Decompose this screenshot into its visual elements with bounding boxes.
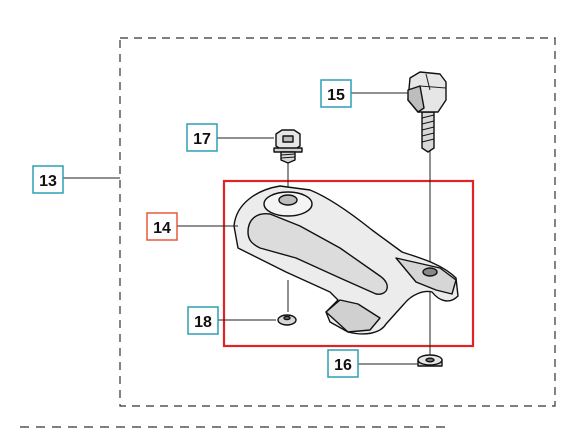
part-16-nut[interactable] xyxy=(417,354,443,367)
callout-18[interactable]: 18 xyxy=(187,306,219,335)
svg-text:13: 13 xyxy=(39,173,57,190)
highlight-box xyxy=(222,179,475,348)
part-18-washer[interactable] xyxy=(277,314,297,326)
svg-text:17: 17 xyxy=(193,131,211,148)
part-17-bolt[interactable] xyxy=(273,129,303,198)
svg-text:15: 15 xyxy=(327,87,345,104)
svg-text:14: 14 xyxy=(153,220,171,237)
callout-16[interactable]: 16 xyxy=(327,349,359,378)
callout-13[interactable]: 13 xyxy=(32,165,64,194)
svg-text:16: 16 xyxy=(334,357,352,374)
part-14-guard[interactable] xyxy=(233,185,459,335)
callout-17[interactable]: 17 xyxy=(186,123,218,152)
assembly-boundary xyxy=(20,37,556,428)
callout-15[interactable]: 15 xyxy=(320,79,352,108)
callout-14[interactable]: 14 xyxy=(146,212,178,241)
svg-text:18: 18 xyxy=(194,314,212,331)
part-15-screw[interactable] xyxy=(407,71,447,355)
leader-lines xyxy=(62,92,418,365)
